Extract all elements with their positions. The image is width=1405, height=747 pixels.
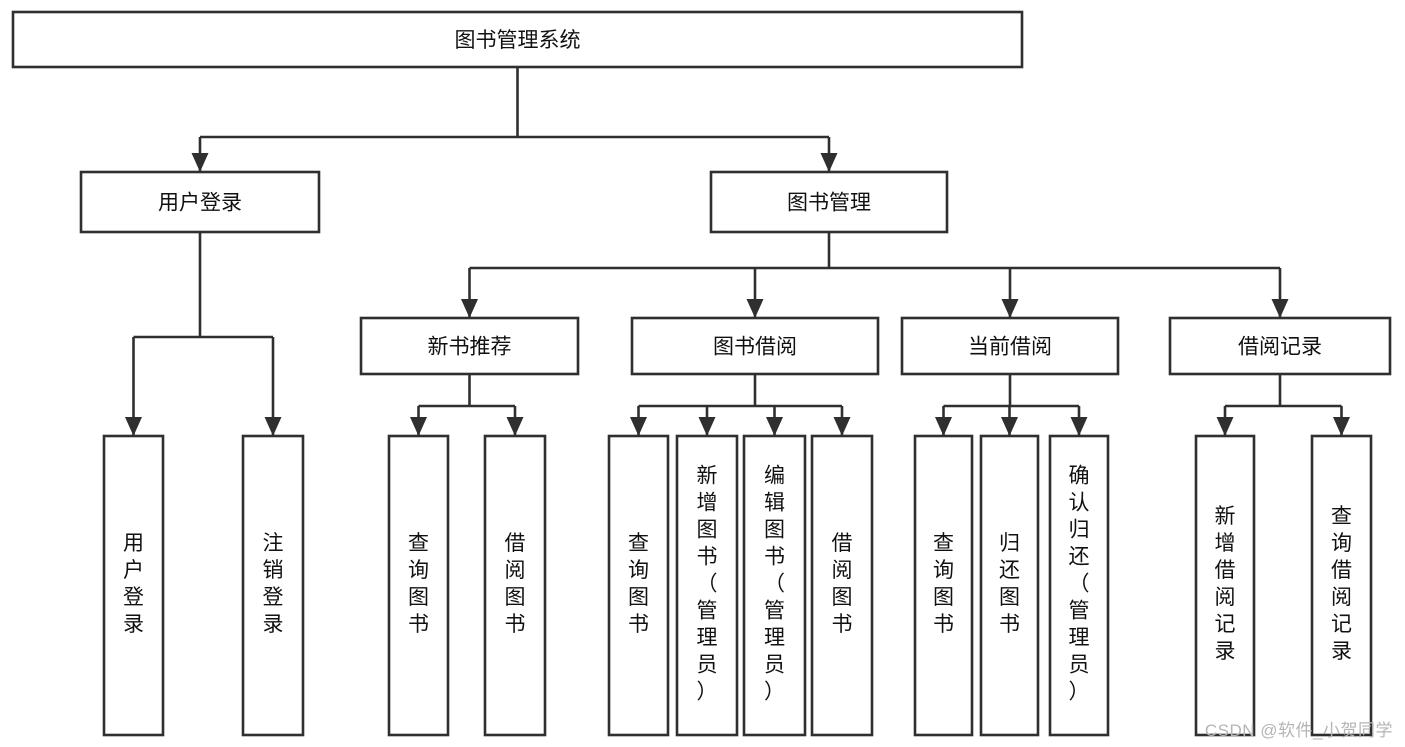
node-leaf-borrow-book-rec[interactable]: 借阅图书 bbox=[483, 434, 547, 737]
node-leaf-query-book-current[interactable]: 查询图书 bbox=[913, 434, 974, 737]
node-box bbox=[1168, 316, 1392, 376]
node-label: 新书推荐 bbox=[428, 336, 512, 359]
node-label: 借阅图书 bbox=[505, 532, 526, 636]
node-box bbox=[979, 434, 1040, 737]
node-book-manage[interactable]: 图书管理 bbox=[709, 170, 949, 234]
arrow-head-icon bbox=[125, 417, 142, 436]
arrow-head-icon bbox=[1001, 299, 1019, 318]
node-label: 新增图书（管理员） bbox=[697, 465, 718, 704]
node-label: 查询图书 bbox=[628, 532, 649, 636]
node-layer: 图书管理系统用户登录图书管理新书推荐图书借阅当前借阅借阅记录用户登录注销登录查询… bbox=[11, 10, 1392, 737]
node-leaf-query-record[interactable]: 查询借阅记录 bbox=[1310, 434, 1373, 737]
node-borrow-record[interactable]: 借阅记录 bbox=[1168, 316, 1392, 376]
node-label: 注销登录 bbox=[263, 532, 284, 636]
node-box bbox=[742, 434, 807, 737]
node-leaf-add-book[interactable]: 新增图书（管理员） bbox=[675, 434, 739, 737]
node-leaf-query-book-rec[interactable]: 查询图书 bbox=[387, 434, 450, 737]
arrow-head-icon bbox=[1001, 417, 1018, 436]
node-leaf-add-record[interactable]: 新增借阅记录 bbox=[1194, 434, 1256, 737]
arrow-head-icon bbox=[506, 417, 524, 436]
node-box bbox=[11, 10, 1024, 69]
arrow-head-icon bbox=[630, 417, 647, 436]
node-box bbox=[102, 434, 165, 737]
node-leaf-return-book[interactable]: 归还图书 bbox=[979, 434, 1040, 737]
arrow-head-icon bbox=[1333, 417, 1350, 436]
node-label: 当前借阅 bbox=[968, 336, 1052, 359]
connector-layer bbox=[125, 67, 1350, 436]
node-label: 用户登录 bbox=[123, 532, 144, 636]
node-label: 图书借阅 bbox=[713, 336, 797, 359]
arrow-head-icon bbox=[191, 153, 209, 172]
arrow-head-icon bbox=[1271, 299, 1289, 318]
arrow-head-icon bbox=[820, 153, 838, 172]
arrow-head-icon bbox=[698, 417, 716, 436]
csdn-watermark: CSDN @软件_小贺同学 bbox=[1204, 721, 1393, 740]
node-box bbox=[675, 434, 739, 737]
node-box bbox=[913, 434, 974, 737]
node-box bbox=[1310, 434, 1373, 737]
arrow-head-icon bbox=[935, 417, 952, 436]
node-box bbox=[810, 434, 874, 737]
node-label: 归还图书 bbox=[999, 532, 1020, 636]
node-label: 图书管理系统 bbox=[455, 29, 581, 52]
node-label: 新增借阅记录 bbox=[1215, 505, 1236, 663]
node-leaf-confirm-return[interactable]: 确认归还（管理员） bbox=[1048, 434, 1110, 737]
arrow-head-icon bbox=[833, 417, 851, 436]
node-box bbox=[607, 434, 670, 737]
node-box bbox=[630, 316, 880, 376]
node-label: 用户登录 bbox=[158, 192, 242, 215]
node-box bbox=[709, 170, 949, 234]
node-new-book-rec[interactable]: 新书推荐 bbox=[359, 316, 580, 376]
arrow-head-icon bbox=[746, 299, 764, 318]
node-root[interactable]: 图书管理系统 bbox=[11, 10, 1024, 69]
node-label: 查询借阅记录 bbox=[1331, 505, 1352, 663]
node-box bbox=[1048, 434, 1110, 737]
node-box bbox=[387, 434, 450, 737]
node-box bbox=[241, 434, 305, 737]
node-leaf-query-book-borrow[interactable]: 查询图书 bbox=[607, 434, 670, 737]
node-leaf-logout[interactable]: 注销登录 bbox=[241, 434, 305, 737]
node-box bbox=[359, 316, 580, 376]
node-label: 借阅图书 bbox=[832, 532, 853, 636]
arrow-head-icon bbox=[461, 299, 478, 318]
node-label: 图书管理 bbox=[787, 192, 871, 215]
node-box bbox=[483, 434, 547, 737]
arrow-head-icon bbox=[410, 417, 427, 436]
node-label: 确认归还（管理员） bbox=[1069, 465, 1090, 704]
node-box bbox=[79, 170, 321, 234]
node-leaf-user-login[interactable]: 用户登录 bbox=[102, 434, 165, 737]
node-book-borrow[interactable]: 图书借阅 bbox=[630, 316, 880, 376]
node-box bbox=[900, 316, 1120, 376]
node-label: 查询图书 bbox=[408, 532, 429, 636]
node-leaf-borrow-book[interactable]: 借阅图书 bbox=[810, 434, 874, 737]
arrow-head-icon bbox=[1216, 417, 1234, 436]
node-label: 查询图书 bbox=[933, 532, 954, 636]
arrow-head-icon bbox=[264, 417, 282, 436]
node-user-login[interactable]: 用户登录 bbox=[79, 170, 321, 234]
node-label: 编辑图书（管理员） bbox=[764, 465, 785, 704]
arrow-head-icon bbox=[766, 417, 783, 436]
arrow-head-icon bbox=[1070, 417, 1088, 436]
node-leaf-edit-book[interactable]: 编辑图书（管理员） bbox=[742, 434, 807, 737]
node-label: 借阅记录 bbox=[1238, 336, 1322, 359]
node-current-borrow[interactable]: 当前借阅 bbox=[900, 316, 1120, 376]
node-box bbox=[1194, 434, 1256, 737]
